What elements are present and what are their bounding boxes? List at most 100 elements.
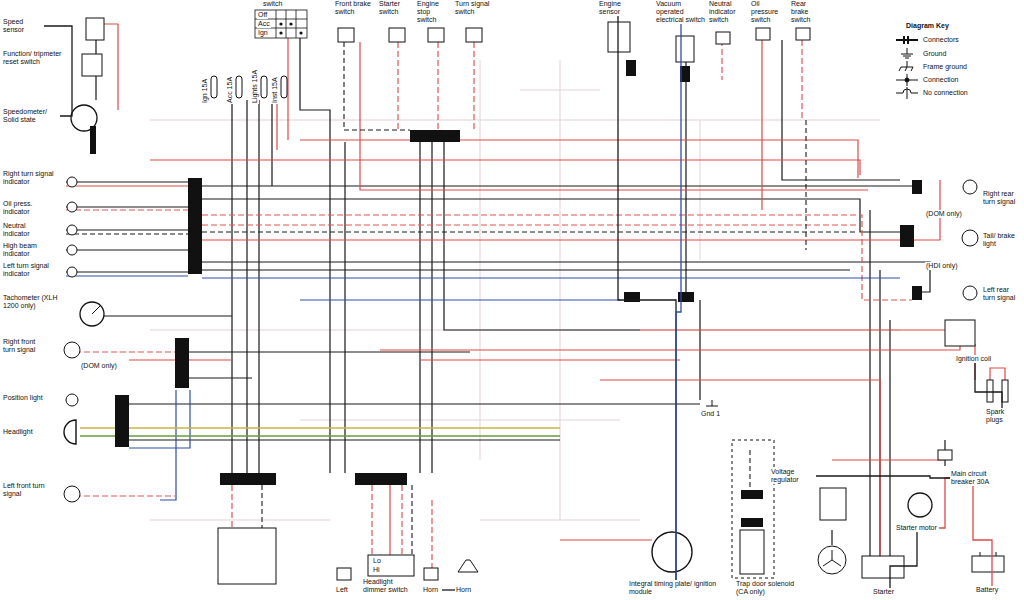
component-label: Right turn signal indicator [2,170,60,186]
component-label: Right rear turn signal [982,190,1020,206]
component-label: Engine sensor [598,0,638,16]
fuse [281,76,287,98]
neutral-switch [716,32,730,44]
component-name: Left turn signal indicator [2,262,60,278]
wire-connector [618,16,676,580]
connector-block [355,473,407,485]
wire-connector [975,363,1002,408]
component-label: Trap door solenoid (CA only) [735,580,797,596]
fuse-label: Inst 15A [271,76,279,104]
oil-switch [756,28,770,40]
battery [972,556,1004,572]
component-label: Starter motor [895,524,939,532]
legend-text: Connectors [922,36,960,44]
legend-text: No connection [922,89,969,97]
legend-text: Ground [922,50,947,58]
component-name: Front brake switch [334,0,376,16]
legend-ground-sample [901,48,913,58]
component-name: Neutral indicator [2,222,52,238]
component-label: Integral timing plate/ ignition module [628,580,724,596]
starter-relay [862,556,904,578]
note-label: (DOM only) [925,210,963,218]
legend-no-connection-sample [896,87,918,99]
tacho-needle [92,306,100,314]
dashed-red-wire [66,40,912,568]
component-label: Starter switch [378,0,414,16]
horn-switch [424,568,438,580]
component-label: Neutral indicator [2,222,52,238]
component-label: Headlight [2,428,48,436]
component-name: Main circuit breaker 30A [950,470,996,486]
component-name: Speed sensor [2,18,44,34]
engine-sensor [608,22,630,52]
voltage-regulator [820,488,846,520]
indicator-lamp [67,267,77,277]
component-label: High beam indicator [2,242,52,258]
handlebar-switch [338,28,354,42]
component-label: Starter [872,588,908,596]
ground-symbol [706,400,718,406]
component-name: Left front turn signal [2,482,48,498]
component-name: switch [262,0,283,8]
ghost-wire [150,60,900,520]
connector-block [912,180,922,194]
component-name: Turn signal switch [454,0,494,16]
switch-contact [289,22,292,25]
component-name: Horn [422,586,439,594]
connector-block [220,473,276,485]
component-name: Headlight dimmer switch [362,578,418,594]
component-name: Voltage regulator [770,468,816,484]
component-name: Starter [872,588,895,596]
speedometer-plug [90,126,96,154]
turn-signal-bulb [64,342,80,358]
connector-block [188,178,202,274]
component-label: Oil pressure switch [750,0,788,24]
switch-contact [279,22,282,25]
legend-connector-sample [896,36,918,44]
connector-block [410,130,460,142]
component-label: Oil press. indicator [2,200,52,216]
legend-entry: Connection [922,76,959,84]
legend-entry: No connection [922,89,969,97]
reset-switch [82,54,102,76]
speed-sensor [86,18,104,40]
component-label: Battery [975,586,1009,594]
component-name: Tachometer (XLH 1200 only) [2,294,60,310]
note-label: Lo [372,557,382,565]
brake-switch [796,28,810,40]
component-name: Starter switch [378,0,414,16]
fuse-label: Ign 15A [201,78,209,104]
connector-block [741,518,763,527]
indicator-lamp [67,202,77,212]
component-label: Engine stop switch [416,0,452,24]
component-name: Tail/ brake light [982,232,1020,248]
headlight-lamp [64,420,76,444]
connector-block [175,338,189,388]
switch-table [255,10,307,38]
handlebar-switch [389,28,405,42]
component-label: Horn [422,586,442,594]
note-label: Off [257,11,268,19]
indicator-lamp [67,225,77,235]
component-name: Oil pressure switch [750,0,788,24]
handlebar-switch [466,28,482,42]
tachometer [80,302,104,326]
legend-connection-sample [896,74,918,86]
component-label: Rear brake switch [790,0,826,24]
fuse [211,76,217,98]
component-name: Position light [2,394,44,402]
dashed-black-wire [66,42,858,555]
component-name: Right front turn signal [2,338,48,354]
component-label: Voltage regulator [770,468,816,484]
dimmer-switch [368,555,414,576]
component-label: switch [262,0,298,8]
alternator-windings [823,550,841,566]
component-label: Speedometer/ Solid state [2,108,60,124]
legend-text: Frame ground [922,63,968,71]
position-bulb [66,394,78,406]
component-name: Spark plugs [985,408,1019,424]
black-wire [66,38,945,556]
note-label: Diagram Key [905,22,950,30]
wire-connector [44,26,72,116]
